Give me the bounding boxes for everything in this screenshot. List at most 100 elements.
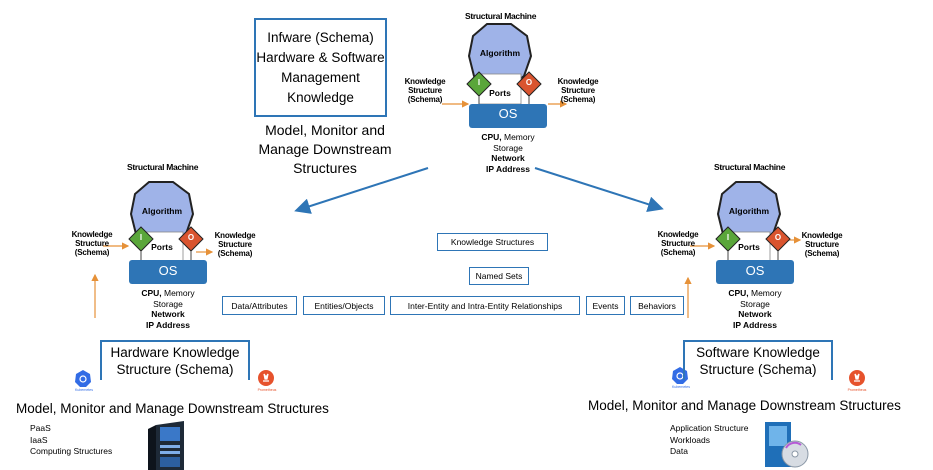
software-list-application: Application Structure [670, 423, 749, 433]
software-list-data: Data [670, 446, 688, 456]
named-sets-box: Named Sets [469, 267, 529, 285]
software-box-line-1: Software Knowledge [696, 345, 820, 360]
top-port-in-label: I [477, 78, 481, 87]
left-ks-left: Knowledge Structure (Schema) [67, 230, 117, 257]
top-cpu: CPU, [481, 132, 502, 142]
right-ks-right-3: (Schema) [804, 249, 840, 258]
infware-caption-line-2: Manage Downstream [258, 141, 392, 157]
software-caption: Model, Monitor and Manage Downstream Str… [588, 398, 901, 413]
left-ks-left-2: Structure [75, 239, 109, 248]
computer-tower-icon [148, 421, 184, 470]
right-ks-left: Knowledge Structure (Schema) [653, 230, 703, 257]
top-ks-right: Knowledge Structure (Schema) [553, 77, 603, 104]
top-machine-title: Structural Machine [465, 11, 537, 21]
left-os-shape [129, 260, 207, 284]
right-ks-right-1: Knowledge [801, 231, 843, 240]
left-ks-right: Knowledge Structure (Schema) [210, 231, 260, 258]
left-port-in-label: I [139, 233, 143, 242]
left-ks-right-3: (Schema) [217, 249, 253, 258]
right-cpu: CPU, [728, 288, 749, 298]
top-os-shape [469, 104, 547, 128]
infware-line-2: Hardware & Software [256, 49, 385, 65]
left-algorithm-label: Algorithm [141, 206, 183, 216]
software-logo-left-label: Kubernetes [672, 385, 690, 389]
right-ip: IP Address [733, 319, 777, 330]
knowledge-structures-box: Knowledge Structures [437, 233, 548, 251]
right-specs: CPU, Memory Storage Network IP Address [715, 288, 795, 330]
right-ports-label: Ports [738, 242, 760, 252]
right-ks-left-2: Structure [661, 239, 695, 248]
entities-objects-box: Entities/Objects [303, 296, 385, 315]
top-os-label: OS [498, 106, 518, 121]
top-ks-left-2: Structure [408, 86, 442, 95]
hardware-list-iaas: IaaS [30, 434, 48, 445]
left-ports-label: Ports [151, 242, 173, 252]
software-box-line-2: Structure (Schema) [699, 362, 817, 377]
right-machine-graphic [715, 181, 794, 284]
left-ks-right-2: Structure [218, 240, 252, 249]
right-port-in-label: I [726, 233, 730, 242]
left-specs: CPU, Memory Storage Network IP Address [128, 288, 208, 330]
hardware-logo-left-label: Kubernetes [75, 388, 93, 392]
top-ks-left: Knowledge Structure (Schema) [400, 77, 450, 104]
left-machine-title: Structural Machine [127, 162, 199, 172]
hardware-box-text: Hardware Knowledge Structure (Schema) [100, 344, 250, 378]
right-ks-right: Knowledge Structure (Schema) [797, 231, 847, 258]
right-os-label: OS [745, 263, 765, 278]
right-machine-title: Structural Machine [714, 162, 786, 172]
data-attributes-box: Data/Attributes [222, 296, 297, 315]
relationships-box: Inter-Entity and Intra-Entity Relationsh… [390, 296, 580, 315]
software-bracket [683, 340, 833, 380]
left-ks-left-3: (Schema) [74, 248, 110, 257]
hardware-list-paas: PaaS [30, 423, 51, 433]
right-network: Network [738, 309, 772, 319]
right-storage: Storage [740, 298, 770, 309]
software-list-workloads: Workloads [670, 434, 710, 445]
top-network: Network [491, 153, 525, 163]
infware-schema-box: Infware (Schema) Hardware & Software Man… [254, 18, 387, 117]
left-os-label: OS [158, 263, 178, 278]
left-storage: Storage [153, 298, 183, 309]
top-port-out-label: O [525, 78, 533, 87]
arrow-to-right-machine [534, 167, 664, 212]
left-ks-left-1: Knowledge [71, 230, 113, 239]
top-ks-right-1: Knowledge [557, 77, 599, 86]
right-ks-right-2: Structure [805, 240, 839, 249]
top-specs: CPU, Memory Storage Network IP Address [468, 132, 548, 174]
right-memory: Memory [748, 288, 782, 298]
infware-caption: Model, Monitor and Manage Downstream Str… [250, 121, 400, 178]
left-memory: Memory [161, 288, 195, 298]
right-ks-left-3: (Schema) [660, 248, 696, 257]
left-ks-right-1: Knowledge [214, 231, 256, 240]
software-box-text: Software Knowledge Structure (Schema) [683, 344, 833, 378]
prometheus-icon-left [258, 370, 274, 386]
behaviors-box: Behaviors [630, 296, 684, 315]
top-ks-right-2: Structure [561, 86, 595, 95]
infware-line-3: Management [281, 69, 360, 85]
left-machine-graphic [128, 181, 207, 284]
top-ks-left-1: Knowledge [404, 77, 446, 86]
right-algorithm-label: Algorithm [728, 206, 770, 216]
top-machine-graphic [466, 23, 547, 128]
right-port-out-label: O [774, 233, 782, 242]
left-ip: IP Address [146, 319, 190, 330]
top-memory: Memory [501, 132, 535, 142]
hardware-list-computing: Computing Structures [30, 446, 113, 456]
infware-caption-line-1: Model, Monitor and [265, 122, 385, 138]
right-os-shape [716, 260, 794, 284]
infware-caption-line-3: Structures [293, 160, 357, 176]
left-network: Network [151, 309, 185, 319]
top-algorithm-label: Algorithm [479, 48, 521, 58]
hardware-logo-right-label: Prometheus [257, 388, 277, 392]
prometheus-icon-right [849, 370, 865, 386]
top-ks-left-3: (Schema) [407, 95, 443, 104]
events-box: Events [586, 296, 625, 315]
left-port-out-label: O [187, 233, 195, 242]
top-ks-right-3: (Schema) [560, 95, 596, 104]
software-logo-right-label: Prometheus [847, 388, 867, 392]
infware-line-4: Knowledge [287, 89, 354, 105]
top-ip: IP Address [486, 163, 530, 174]
right-ks-left-1: Knowledge [657, 230, 699, 239]
